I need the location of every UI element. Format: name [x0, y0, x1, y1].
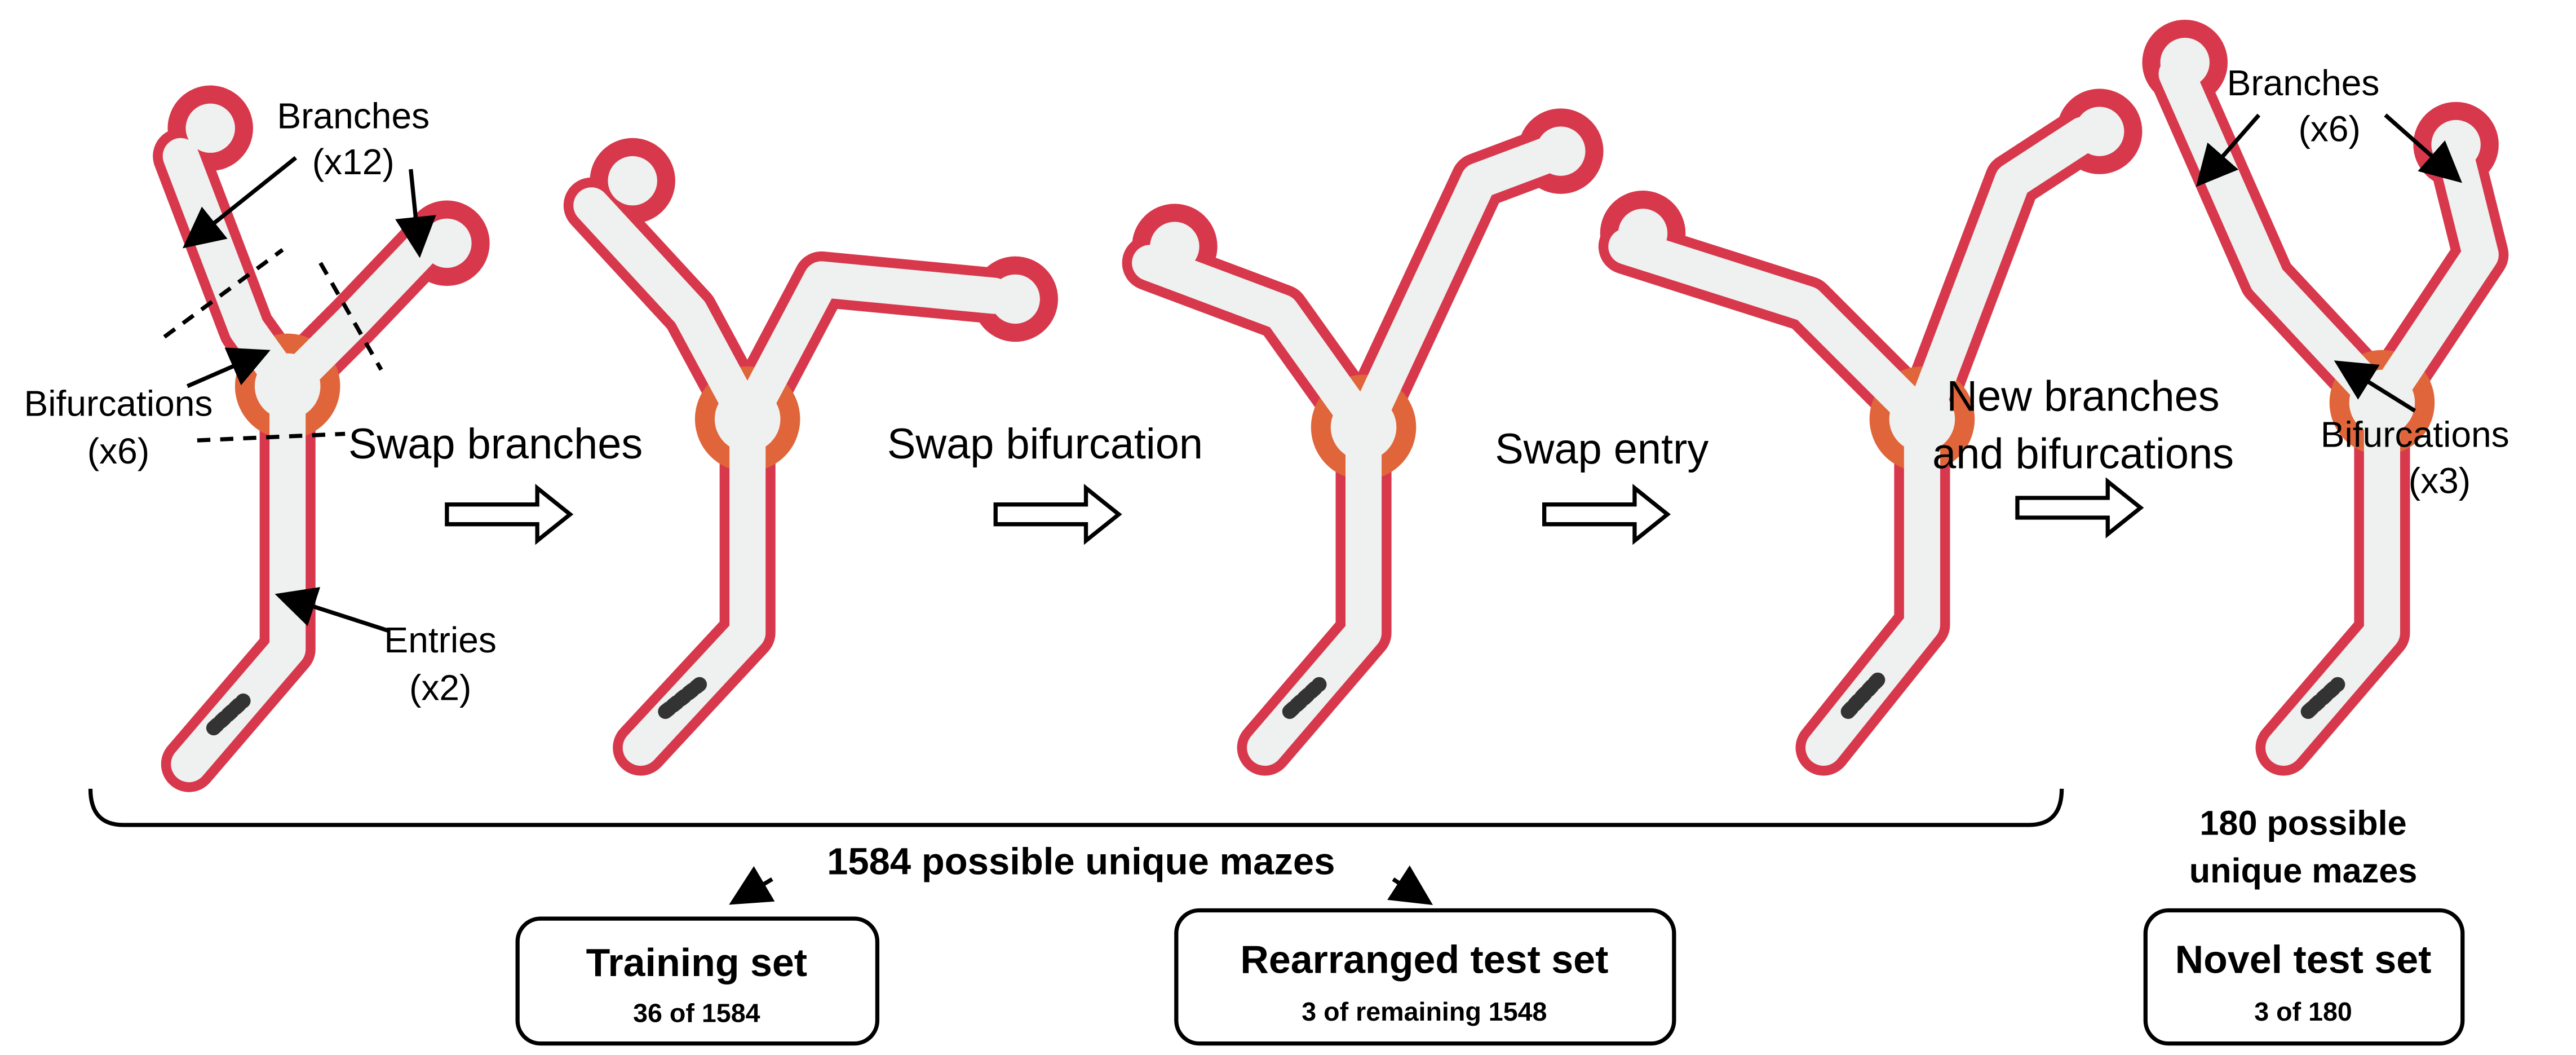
- bifurcations-annotation-left: Bifurcations (x6): [24, 248, 383, 471]
- branches-annotation-right: Branches (x6): [2196, 63, 2463, 187]
- bracket: [88, 788, 2064, 827]
- svg-text:Branches: Branches: [277, 95, 430, 136]
- bifurcations-annotation-right: Bifurcations (x3): [2321, 360, 2509, 501]
- swap-branches-label: Swap branches: [348, 420, 643, 468]
- svg-text:(x3): (x3): [2409, 460, 2471, 501]
- block-arrow-2: [993, 483, 1122, 545]
- spring-icon: [658, 677, 707, 719]
- rearranged-total: 1584 possible unique mazes: [827, 840, 1335, 882]
- step-arrows: [445, 477, 2144, 545]
- svg-text:(x6): (x6): [87, 431, 149, 471]
- spring-icon: [1282, 677, 1327, 719]
- new-parts-label-2: and bifurcations: [1932, 430, 2234, 478]
- swap-bifurcation-label: Swap bifurcation: [887, 420, 1203, 468]
- novel-test-set-box: Novel test set 3 of 180: [2143, 908, 2465, 1046]
- spring-icon: [206, 693, 251, 736]
- svg-text:Branches: Branches: [2227, 63, 2380, 103]
- svg-text:Rearranged test set: Rearranged test set: [1240, 937, 1608, 981]
- entries-annotation: Entries (x2): [275, 587, 497, 708]
- maze-3: [1122, 108, 1604, 776]
- svg-text:(x2): (x2): [409, 668, 471, 708]
- block-arrow-4: [2015, 477, 2144, 538]
- svg-text:Novel test set: Novel test set: [2175, 937, 2432, 981]
- svg-text:Bifurcations: Bifurcations: [2321, 414, 2509, 455]
- block-arrow-3: [1542, 483, 1671, 545]
- svg-text:Bifurcations: Bifurcations: [24, 383, 213, 423]
- svg-text:Training set: Training set: [586, 941, 808, 985]
- new-parts-label-1: New branches: [1946, 373, 2219, 421]
- spring-icon: [1840, 672, 1885, 719]
- svg-text:36 of 1584: 36 of 1584: [633, 999, 760, 1028]
- maze-4: [1598, 89, 2143, 776]
- swap-entry-label: Swap entry: [1495, 425, 1709, 473]
- maze-2: [563, 138, 1058, 776]
- novel-total-1: 180 possible: [2199, 804, 2406, 842]
- svg-text:(x12): (x12): [312, 142, 395, 182]
- svg-text:3 of remaining 1548: 3 of remaining 1548: [1302, 997, 1547, 1026]
- training-set-box: Training set 36 of 1584: [515, 916, 880, 1046]
- block-arrow-1: [445, 483, 574, 545]
- svg-text:(x6): (x6): [2298, 109, 2360, 149]
- novel-total-2: unique mazes: [2189, 851, 2418, 890]
- branches-annotation-left: Branches (x12): [182, 95, 436, 258]
- svg-text:3 of 180: 3 of 180: [2254, 997, 2352, 1026]
- svg-text:Entries: Entries: [384, 620, 497, 660]
- spring-icon: [2300, 677, 2345, 719]
- rearranged-test-set-box: Rearranged test set 3 of remaining 1548: [1174, 908, 1676, 1046]
